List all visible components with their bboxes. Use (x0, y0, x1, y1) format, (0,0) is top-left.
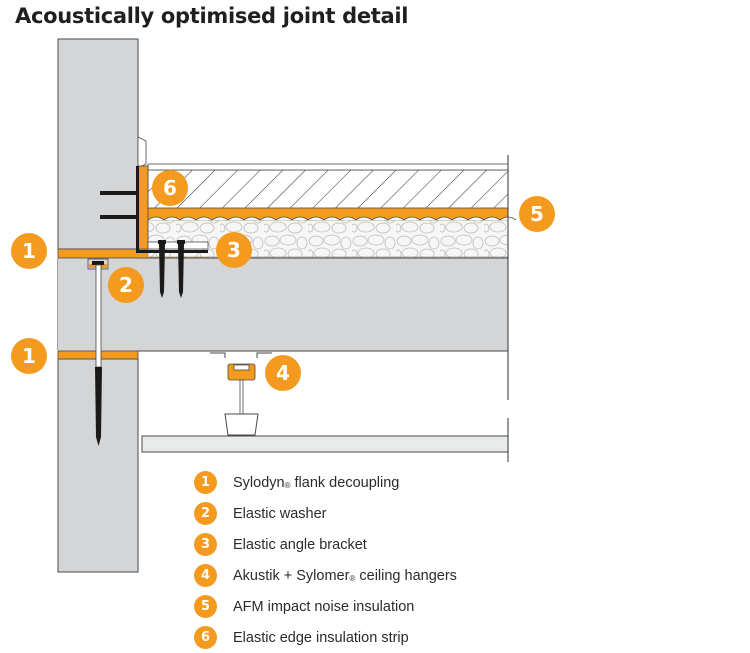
long-screw-thread (95, 367, 102, 446)
legend-label: Elastic angle bracket (233, 536, 367, 553)
legend-item: 3 Elastic angle bracket (194, 529, 457, 560)
edge-insulation-strip (137, 165, 149, 250)
angle-bracket-vertical (136, 166, 139, 251)
svg-text:2: 2 (119, 273, 133, 297)
bracket-screw (158, 240, 166, 298)
ceiling-plasterboard (141, 435, 509, 453)
svg-text:4: 4 (276, 361, 290, 385)
legend-number-badge: 1 (194, 471, 217, 494)
callout-6: 6 (152, 170, 188, 206)
angle-bracket-horizontal (136, 250, 208, 253)
screed-layer (147, 169, 509, 209)
callout-2: 2 (108, 267, 144, 303)
legend-label: Elastic edge insulation strip (233, 629, 409, 646)
callout-4: 4 (265, 355, 301, 391)
svg-text:3: 3 (227, 238, 241, 262)
skirting (137, 136, 147, 169)
legend-item: 5 AFM impact noise insulation (194, 591, 457, 622)
bracket-screw (177, 240, 185, 298)
long-screw-shank (95, 264, 102, 368)
legend-number-badge: 4 (194, 564, 217, 587)
legend-label: Akustik + Sylomer® ceiling hangers (233, 567, 457, 584)
hanger-bracket (210, 352, 272, 358)
legend-number-badge: 2 (194, 502, 217, 525)
legend-label: AFM impact noise insulation (233, 598, 415, 615)
wall-upper (57, 38, 139, 250)
svg-text:1: 1 (22, 344, 36, 368)
hanger-clip (233, 364, 250, 371)
legend: 1 Sylodyn® flank decoupling 2 Elastic wa… (194, 467, 457, 653)
svg-text:1: 1 (22, 239, 36, 263)
callout-1-upper: 1 (11, 233, 47, 269)
legend-item: 1 Sylodyn® flank decoupling (194, 467, 457, 498)
legend-number-badge: 5 (194, 595, 217, 618)
callout-1-lower: 1 (11, 338, 47, 374)
svg-text:5: 5 (530, 202, 544, 226)
wall-anchor-screw (100, 215, 136, 219)
legend-item: 4 Akustik + Sylomer® ceiling hangers (194, 560, 457, 591)
callout-3: 3 (216, 232, 252, 268)
floor-finish (147, 163, 509, 171)
legend-number-badge: 6 (194, 626, 217, 649)
legend-label: Sylodyn® flank decoupling (233, 474, 400, 491)
legend-number-badge: 3 (194, 533, 217, 556)
legend-label: Elastic washer (233, 505, 327, 522)
washer-head (92, 261, 104, 265)
hanger-profile (224, 413, 259, 436)
legend-item: 2 Elastic washer (194, 498, 457, 529)
legend-item: 6 Elastic edge insulation strip (194, 622, 457, 653)
hanger-rod (239, 379, 244, 415)
svg-text:6: 6 (163, 176, 177, 200)
impact-noise-wave (147, 216, 517, 221)
page-title: Acoustically optimised joint detail (15, 4, 409, 28)
wall-anchor-screw (100, 191, 136, 195)
callout-5: 5 (519, 196, 555, 232)
